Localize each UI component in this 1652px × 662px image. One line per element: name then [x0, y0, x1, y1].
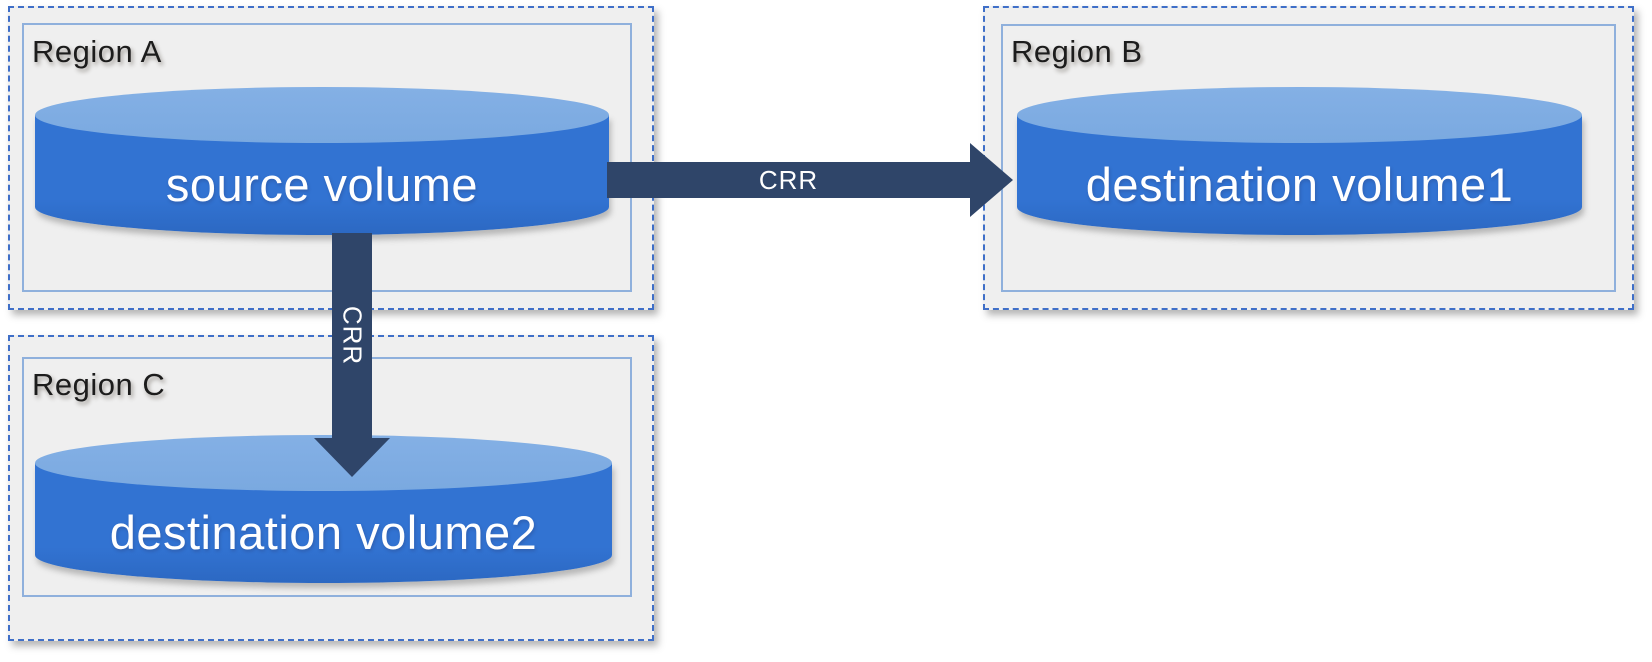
crr-arrow-a-to-b-arrowhead-icon — [970, 143, 1013, 217]
region-b-label: Region B — [1011, 34, 1143, 69]
region-c-label: Region C — [32, 367, 166, 402]
crr-arrow-a-to-b: CRR — [607, 143, 1013, 217]
region-b-box: Region B destination volume1 — [983, 6, 1634, 310]
source-volume-label: source volume — [165, 157, 479, 211]
destination-volume1-cylinder-top — [1017, 87, 1582, 143]
source-volume-cylinder: source volume — [35, 87, 609, 235]
crr-arrow-a-to-c-label: CRR — [337, 305, 368, 366]
destination-volume1-label: destination volume1 — [1085, 157, 1514, 211]
crr-arrow-a-to-c-shaft — [332, 233, 372, 438]
destination-volume2-label: destination volume2 — [109, 505, 538, 559]
crr-arrow-a-to-b-shaft — [607, 162, 970, 198]
crr-arrow-a-to-c-arrowhead-icon — [314, 438, 390, 477]
destination-volume1-cylinder: destination volume1 — [1017, 87, 1582, 235]
source-volume-cylinder-top — [35, 87, 609, 143]
crr-arrow-a-to-b-label: CRR — [758, 164, 819, 195]
crr-arrow-a-to-c: CRR — [314, 233, 390, 477]
region-a-label: Region A — [32, 34, 162, 69]
